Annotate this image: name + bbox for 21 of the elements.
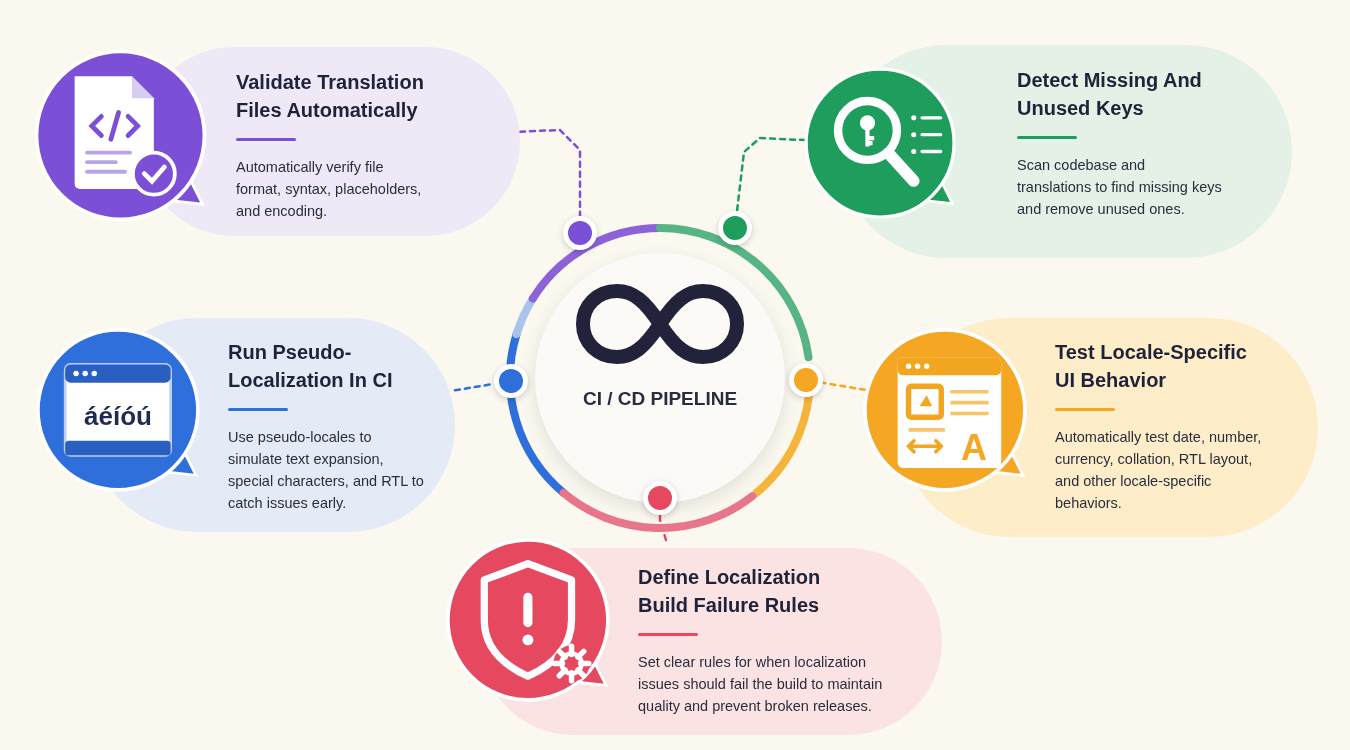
- dashed-connector: [518, 128, 582, 218]
- hub-title: CI / CD PIPELINE: [581, 388, 739, 410]
- dashed-connector: [821, 381, 867, 392]
- ring-dot: [789, 363, 823, 397]
- card-description: Scan codebase and translations to find missing keys and remove unused ones.: [1017, 156, 1222, 219]
- ring-dot: [718, 211, 752, 245]
- card-description: Automatically verify file format, syntax, placeholders, and encoding.: [236, 158, 423, 221]
- card-title: Define Localization Build Failure Rules: [638, 565, 822, 618]
- card-title: Detect Missing And Unused Keys: [1017, 68, 1203, 121]
- icon-text: áéíóú: [83, 402, 153, 431]
- card-description: Automatically test date, number, currency, collation, RTL layout, and other locale-specific behaviors.: [1055, 428, 1263, 513]
- card-description: Use pseudo-locales to simulate text expansion, special characters, and RTL to catch issues early.: [228, 428, 425, 513]
- ring-dot: [494, 364, 528, 398]
- dashed-connector: [658, 513, 668, 542]
- card-title: Validate Translation Files Automatically: [236, 70, 425, 123]
- ring-dot: [643, 481, 677, 515]
- card-description: Set clear rules for when localization issues should fail the build to maintain quality and prevent broken releases.: [638, 653, 884, 716]
- icon-text: A: [960, 428, 988, 468]
- card-title: Run Pseudo-Localization In CI: [228, 340, 394, 393]
- ring-dot: [563, 216, 597, 250]
- card-title: Test Locale-Specific UI Behavior: [1055, 340, 1248, 393]
